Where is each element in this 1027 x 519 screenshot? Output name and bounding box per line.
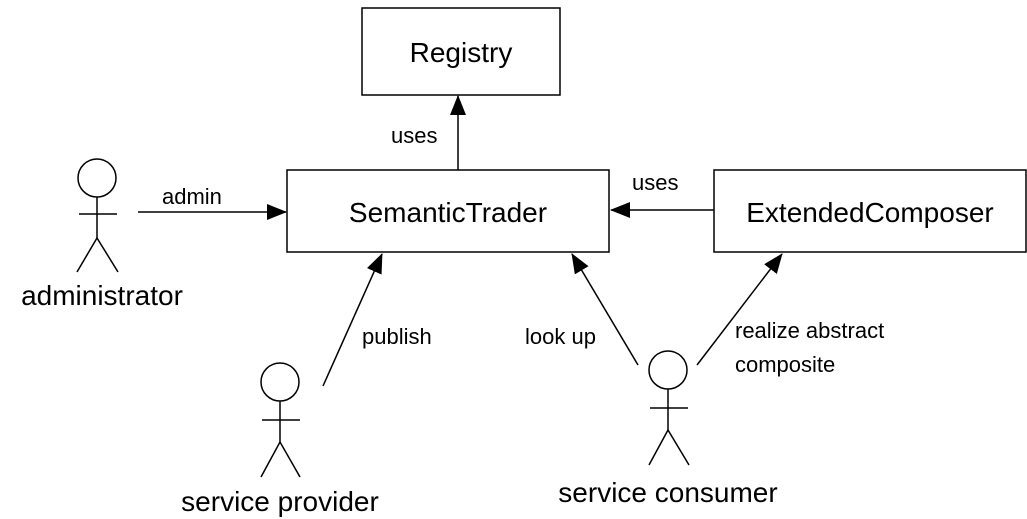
extended-composer-box: ExtendedComposer: [713, 169, 1027, 253]
semantic-trader-label: SemanticTrader: [349, 197, 547, 228]
service-provider-stick-figure-icon: [260, 362, 301, 478]
composer-uses-trader-label: uses: [632, 170, 678, 195]
admin-edge-label: admin: [162, 184, 222, 209]
extended-composer-label: ExtendedComposer: [746, 197, 993, 228]
registry-box: Registry: [361, 7, 561, 96]
publish-edge-label: publish: [362, 324, 432, 349]
service-consumer-actor: [648, 350, 690, 466]
service-provider-actor: [260, 362, 301, 478]
realize-edge-label-line2: composite: [735, 352, 835, 377]
service-provider-label: service provider: [181, 486, 379, 517]
administrator-label: administrator: [21, 280, 183, 311]
realize-edge-label-line1: realize abstract: [735, 318, 884, 343]
publish-arrow: [322, 253, 383, 387]
administrator-stick-figure-icon: [76, 158, 119, 273]
administrator-actor: [76, 158, 119, 273]
registry-label: Registry: [410, 37, 513, 68]
service-consumer-stick-figure-icon: [648, 350, 690, 466]
look-up-edge-label: look up: [525, 324, 596, 349]
realize-arrow: [696, 253, 783, 366]
look-up-arrow: [571, 253, 639, 366]
service-consumer-label: service consumer: [558, 477, 777, 508]
semantic-trader-box: SemanticTrader: [286, 169, 610, 253]
trader-uses-registry-label: uses: [391, 123, 437, 148]
